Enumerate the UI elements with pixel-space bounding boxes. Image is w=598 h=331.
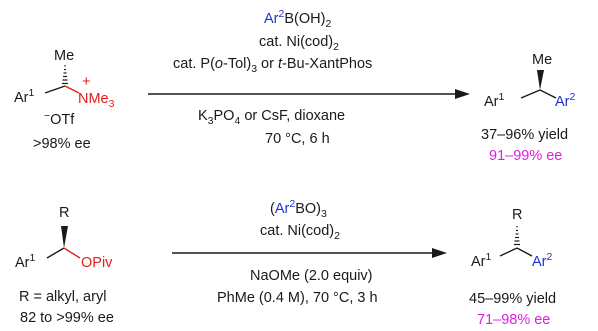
sm1-ammonium-label: NMe3: [78, 91, 115, 110]
conditions-below-2: NaOMe (2.0 equiv) PhMe (0.4 M), 70 °C, 3…: [217, 268, 378, 306]
p1-ar1-bond: [520, 89, 541, 99]
sm2-o-bond: [63, 247, 81, 259]
conditions-below-1: K3PO4 or CsF, dioxane 70 °C, 6 h: [198, 108, 345, 147]
sm2-wedge-bond: [61, 226, 68, 248]
p1-wedge-bond: [537, 70, 544, 90]
p1-yield: 37–96% yield: [481, 127, 568, 143]
conditions-above-2: (Ar2BO)3 cat. Ni(cod)2: [260, 198, 340, 242]
p2-ar1-bond: [499, 247, 518, 257]
p2-ee: 71–98% ee: [477, 312, 550, 328]
sm2-r-definition: R = alkyl, aryl: [19, 289, 106, 305]
sm2-ee: 82 to >99% ee: [20, 310, 114, 326]
sm2-ar-bond: [46, 247, 65, 259]
starting-material-2: R Ar1 OPiv R = alkyl, aryl 82 to >99% ee: [15, 205, 114, 326]
p2-ar2-bond: [516, 247, 533, 257]
sm1-hashed-bond: [62, 65, 68, 85]
sm2-r-label: R: [59, 205, 69, 221]
p1-ar1-label: Ar1: [484, 91, 505, 110]
boroxine-label: (Ar2BO)3: [270, 198, 327, 220]
base-2: NaOMe (2.0 equiv): [250, 268, 373, 284]
base-solvent-1: K3PO4 or CsF, dioxane: [198, 108, 345, 127]
p1-ar2-label: Ar2: [555, 91, 576, 110]
p2-r-label: R: [512, 207, 522, 223]
p2-yield: 45–99% yield: [469, 291, 556, 307]
starting-material-1: Me Ar1 + NMe3 −OTf >98% ee: [14, 48, 115, 152]
sm2-opiv-label: OPiv: [81, 255, 113, 271]
p2-hashed-bond: [514, 226, 520, 246]
sm1-n-bond: [64, 85, 80, 94]
nickel-catalyst-2: cat. Ni(cod)2: [260, 223, 340, 242]
nickel-catalyst-1: cat. Ni(cod)2: [259, 34, 339, 53]
p2-ar2-label: Ar2: [532, 251, 553, 270]
p1-ar2-bond: [539, 89, 557, 99]
sm1-ar1-label: Ar1: [14, 87, 35, 106]
conditions-above-1: Ar2B(OH)2 cat. Ni(cod)2 cat. P(o-Tol)3 o…: [173, 8, 372, 75]
ligand-label: cat. P(o-Tol)3 or t-Bu-XantPhos: [173, 56, 372, 75]
reaction-2: R Ar1 OPiv R = alkyl, aryl 82 to >99% ee…: [15, 198, 556, 328]
sm1-counterion: −OTf: [44, 110, 75, 128]
product-1: Me Ar1 Ar2 37–96% yield 91–99% ee: [481, 52, 576, 164]
reaction-arrow-1: [148, 89, 470, 99]
sm2-ar1-label: Ar1: [15, 252, 36, 271]
sm1-plus-charge: +: [82, 74, 90, 90]
product-2: R Ar1 Ar2 45–99% yield 71–98% ee: [469, 207, 556, 328]
p1-ee: 91–99% ee: [489, 148, 562, 164]
reaction-arrow-2: [172, 248, 447, 258]
sm1-ar-bond: [44, 85, 66, 94]
sm1-methyl-label: Me: [54, 48, 74, 64]
boronic-acid-label: Ar2B(OH)2: [264, 8, 331, 30]
p2-ar1-label: Ar1: [471, 251, 492, 270]
reaction-1: Me Ar1 + NMe3 −OTf >98% ee: [14, 8, 576, 164]
solvent-temp-time-2: PhMe (0.4 M), 70 °C, 3 h: [217, 290, 378, 306]
temp-time-1: 70 °C, 6 h: [265, 131, 330, 147]
sm1-ee: >98% ee: [33, 136, 91, 152]
p1-methyl-label: Me: [532, 52, 552, 68]
